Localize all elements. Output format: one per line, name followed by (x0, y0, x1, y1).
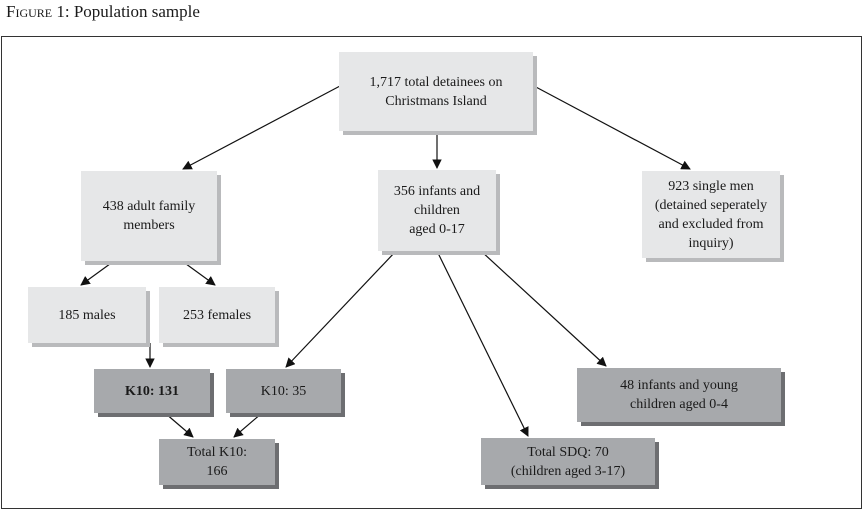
node-males: 185 males (28, 287, 146, 343)
diagram-frame (1, 36, 862, 509)
node-infants-0-4: 48 infants and young children aged 0-4 (577, 368, 781, 422)
node-k10-35: K10: 35 (226, 369, 341, 413)
node-total-detainees: 1,717 total detainees on Christmans Isla… (339, 52, 533, 131)
figure-title: Population sample (73, 2, 200, 21)
node-k10-131: K10: 131 (94, 369, 210, 413)
node-total-sdq: Total SDQ: 70 (children aged 3-17) (481, 438, 655, 485)
figure-caption: Figure 1: Population sample (6, 2, 200, 22)
node-single-men: 923 single men (detained seperately and … (642, 171, 780, 258)
node-females: 253 females (159, 287, 275, 343)
node-total-k10: Total K10: 166 (159, 439, 275, 485)
node-infants-and-children: 356 infants and children aged 0-17 (378, 170, 496, 251)
figure-label: Figure 1: (6, 2, 70, 21)
node-adult-family-members: 438 adult family members (81, 171, 217, 261)
